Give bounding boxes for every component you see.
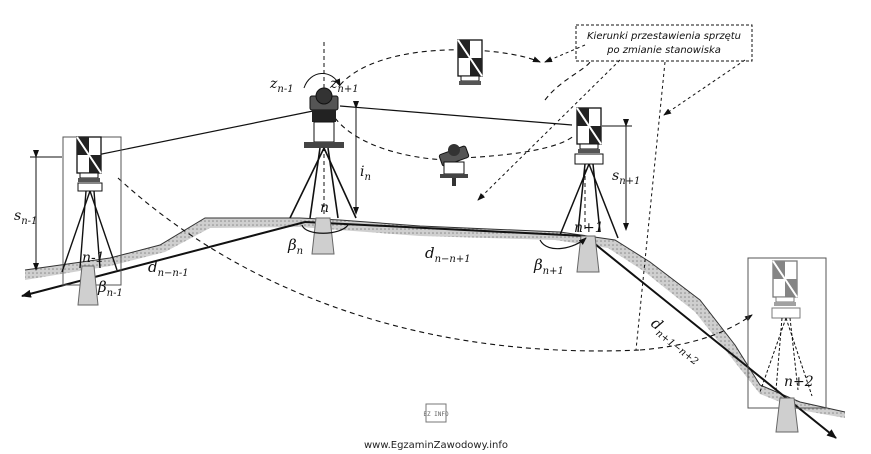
svg-text:n+1: n+1: [574, 220, 604, 236]
relocation-path-lower: [117, 177, 641, 352]
site-logo: EZ INFO: [423, 403, 449, 423]
relocated-theodolite-icon: [438, 144, 470, 186]
svg-text:βn: βn: [287, 236, 303, 257]
relocation-arrow-to-n+2: [639, 314, 753, 351]
svg-text:sn+1: sn+1: [612, 168, 640, 187]
relocation-paths: [117, 49, 753, 352]
station-n-1: [61, 136, 122, 306]
svg-text:in: in: [360, 164, 371, 183]
svg-text:zn-1: zn-1: [269, 76, 294, 95]
svg-text:EZ INFO: EZ INFO: [423, 411, 449, 418]
svg-text:βn-1: βn-1: [97, 278, 123, 299]
site-url: www.EgzaminZawodowy.info: [364, 440, 508, 451]
station-n+2: [747, 257, 827, 433]
svg-text:zn+1: zn+1: [329, 76, 359, 95]
relocation-path-upper: [339, 49, 541, 86]
dimension-markers: [30, 73, 632, 271]
svg-text:sn-1: sn-1: [14, 208, 37, 227]
relocation-path-upper-right: [544, 61, 591, 101]
svg-text:n-1: n-1: [82, 250, 105, 266]
relocation-path-inner: [334, 117, 453, 161]
svg-text:dn−n-1: dn−n-1: [148, 258, 189, 279]
annotation-line-2: po zmianie stanowiska: [606, 45, 721, 56]
svg-text:βn+1: βn+1: [533, 256, 564, 277]
theodolite-icon: [304, 87, 344, 148]
annotation-line-1: Kierunki przestawienia sprzętu: [587, 31, 741, 42]
traverse-leg-n-to-n-1: [21, 221, 306, 298]
svg-text:n+2: n+2: [784, 374, 814, 390]
sight-lines: [96, 105, 573, 156]
sight-line-to-n+1: [339, 105, 573, 126]
station-n+1: [539, 107, 619, 273]
relocation-path-inner-right: [461, 134, 576, 159]
terrain: [24, 217, 846, 418]
svg-text:dn−n+1: dn−n+1: [425, 244, 471, 265]
sight-line-to-n-1: [96, 109, 319, 156]
annotation-box: Kierunki przestawienia sprzętu po zmiani…: [477, 24, 753, 351]
station-n: [289, 87, 357, 255]
traverse-leg-n-to-n+1: [304, 221, 586, 237]
relocated-target-icon: [457, 39, 483, 86]
svg-text:n: n: [320, 200, 329, 216]
plumb-lines: [323, 42, 586, 230]
